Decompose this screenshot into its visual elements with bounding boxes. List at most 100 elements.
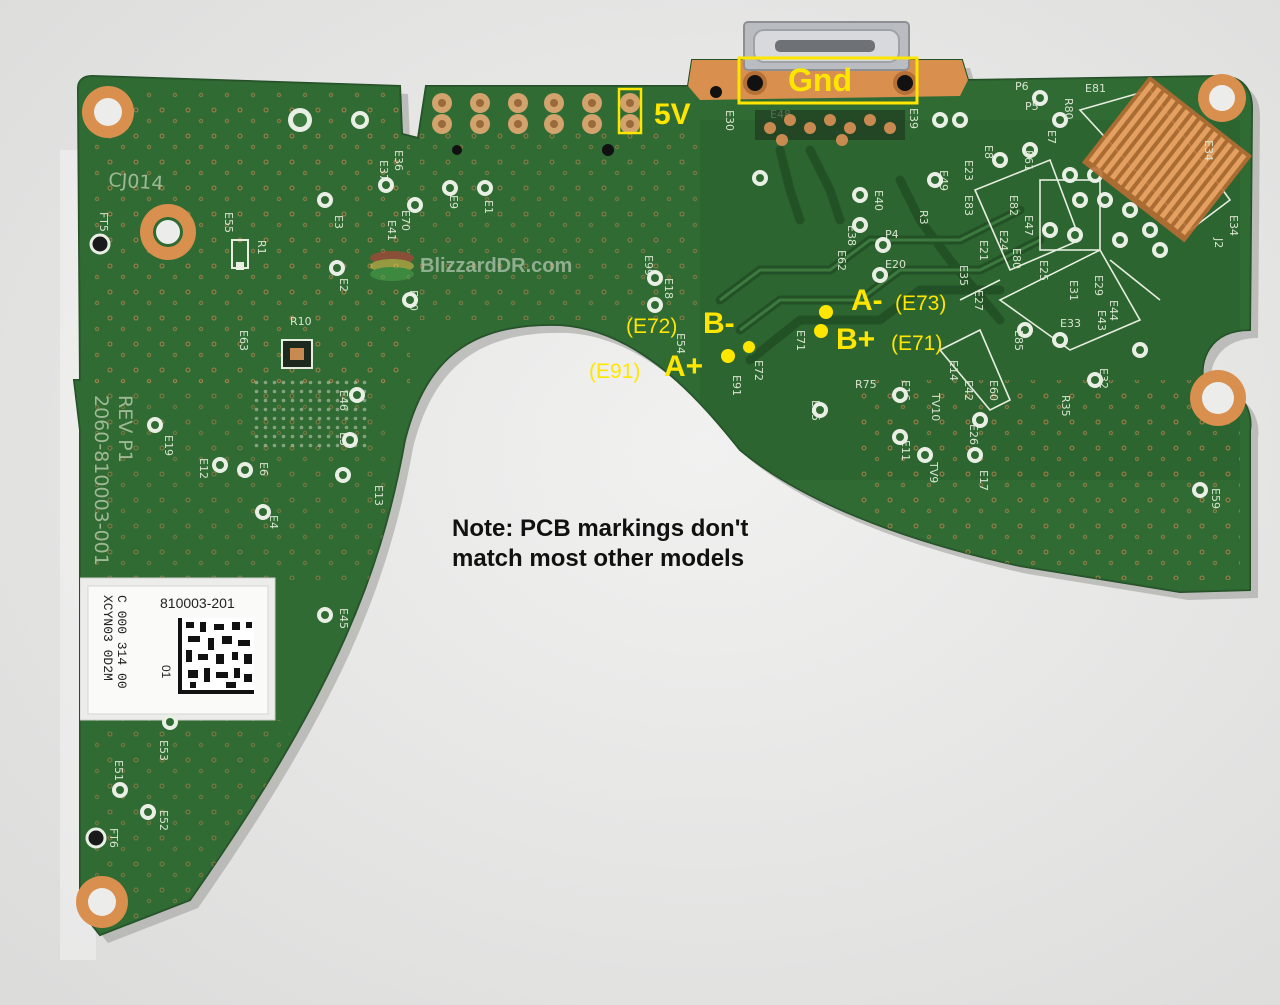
sticker-rev: 01 — [159, 665, 173, 679]
svg-text:E12: E12 — [197, 458, 210, 479]
svg-text:E41: E41 — [385, 220, 398, 241]
svg-text:R80: R80 — [1062, 98, 1075, 120]
svg-text:P4: P4 — [885, 228, 899, 241]
svg-text:R3: R3 — [917, 210, 930, 225]
svg-text:E91: E91 — [730, 375, 743, 396]
svg-text:E55: E55 — [222, 212, 235, 233]
mounting-hole — [82, 86, 134, 138]
svg-text:R1: R1 — [255, 240, 268, 255]
svg-text:TV9: TV9 — [927, 461, 940, 483]
barcode-sticker: 810003-201 XCYN03 0D2M C 000 314 00 01 — [79, 577, 276, 721]
svg-text:E4: E4 — [267, 515, 280, 529]
svg-text:E71: E71 — [794, 330, 807, 351]
svg-text:E24: E24 — [997, 230, 1010, 251]
svg-text:E59: E59 — [1209, 488, 1222, 509]
svg-text:E40: E40 — [872, 190, 885, 211]
mounting-hole — [1190, 370, 1246, 426]
sticker-code-2: C 000 314 00 — [114, 595, 129, 689]
test-point-a-minus — [819, 305, 833, 319]
svg-text:E32: E32 — [1097, 368, 1110, 389]
test-point-a-plus — [721, 349, 735, 363]
svg-text:FT5: FT5 — [97, 212, 110, 232]
svg-text:FT6: FT6 — [107, 828, 120, 848]
svg-text:E34: E34 — [1202, 140, 1215, 161]
svg-text:E80: E80 — [1010, 248, 1023, 269]
svg-text:E25: E25 — [1037, 260, 1050, 281]
svg-text:E27: E27 — [972, 290, 985, 311]
svg-text:E19: E19 — [162, 435, 175, 456]
mounting-hole — [1198, 74, 1246, 122]
e73-label: (E73) — [895, 292, 946, 315]
svg-text:E33: E33 — [1060, 317, 1081, 330]
svg-text:P6: P6 — [1015, 80, 1029, 93]
note-line-2: match most other models — [452, 545, 745, 572]
svg-text:J2: J2 — [1212, 237, 1225, 248]
e71-label: (E71) — [891, 332, 942, 355]
svg-text:E8: E8 — [982, 145, 995, 159]
svg-text:E81: E81 — [1085, 82, 1106, 95]
board-part-number: 2060-810003-001 — [90, 395, 112, 566]
mounting-hole — [140, 204, 196, 260]
mounting-hole — [76, 876, 128, 928]
e91-label: (E91) — [589, 360, 640, 383]
svg-text:E47: E47 — [1022, 215, 1035, 236]
svg-text:E35: E35 — [957, 265, 970, 286]
sticker-code: XCYN03 0D2M — [100, 595, 115, 681]
svg-text:E52: E52 — [157, 810, 170, 831]
svg-text:TV10: TV10 — [929, 392, 942, 421]
gnd-highlight-box — [737, 56, 919, 105]
svg-text:E61: E61 — [1022, 150, 1035, 171]
b-plus-label: B+ — [836, 323, 875, 356]
svg-text:E60: E60 — [987, 380, 1000, 401]
gnd-label: Gnd — [788, 62, 852, 98]
svg-text:E29: E29 — [1092, 275, 1105, 296]
svg-text:R75: R75 — [855, 378, 877, 391]
svg-text:E30: E30 — [723, 110, 736, 131]
svg-text:E31: E31 — [1067, 280, 1080, 301]
test-point-b-plus — [814, 324, 828, 338]
svg-text:E62: E62 — [835, 250, 848, 271]
svg-text:E37: E37 — [377, 160, 390, 181]
svg-text:E2: E2 — [337, 278, 350, 292]
svg-text:E72: E72 — [752, 360, 765, 381]
svg-text:E21: E21 — [977, 240, 990, 261]
svg-text:E23: E23 — [962, 160, 975, 181]
svg-text:E83: E83 — [962, 195, 975, 216]
board-code: CJ014 — [108, 169, 165, 195]
svg-text:E43: E43 — [1095, 310, 1108, 331]
a-plus-label: A+ — [664, 350, 703, 383]
svg-text:E26: E26 — [967, 424, 980, 445]
sticker-part: 810003-201 — [160, 595, 235, 611]
watermark-text: BlizzardDR.com — [420, 255, 572, 277]
svg-text:E13: E13 — [372, 485, 385, 506]
svg-text:R10: R10 — [290, 315, 312, 328]
svg-text:E44: E44 — [1107, 300, 1120, 321]
svg-text:E46: E46 — [337, 390, 350, 411]
a-minus-label: A- — [851, 284, 883, 317]
test-point-b-minus — [741, 339, 757, 355]
svg-text:E85: E85 — [1012, 330, 1025, 351]
svg-text:E42: E42 — [962, 380, 975, 401]
svg-text:P5: P5 — [1025, 100, 1039, 113]
svg-text:E1: E1 — [482, 200, 495, 214]
svg-text:E11: E11 — [899, 440, 912, 461]
svg-text:E3: E3 — [332, 215, 345, 229]
svg-text:E7: E7 — [1045, 130, 1058, 144]
note-line-1: Note: PCB markings don't — [452, 515, 749, 542]
svg-text:E51: E51 — [112, 760, 125, 781]
svg-text:E63: E63 — [237, 330, 250, 351]
board-revision: REV P1 — [114, 395, 136, 463]
svg-text:E54: E54 — [674, 333, 687, 354]
e72-label: (E72) — [626, 315, 677, 338]
watermark: BlizzardDR.com — [370, 251, 572, 281]
svg-text:E20: E20 — [885, 258, 906, 271]
svg-text:E6: E6 — [257, 462, 270, 476]
svg-text:R35: R35 — [1059, 395, 1072, 417]
five-v-label: 5V — [654, 98, 691, 131]
b-minus-label: B- — [703, 307, 735, 340]
svg-text:E45: E45 — [337, 608, 350, 629]
svg-text:E18: E18 — [662, 278, 675, 299]
svg-text:E14: E14 — [947, 360, 960, 381]
svg-text:E82: E82 — [1007, 195, 1020, 216]
